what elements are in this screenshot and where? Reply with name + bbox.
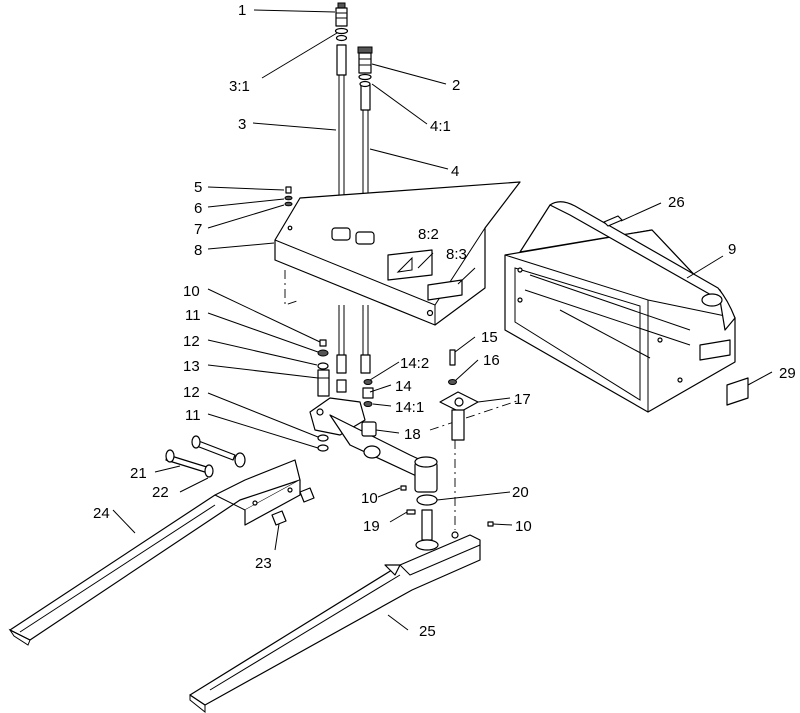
callout-8-2: 8:2 — [418, 226, 439, 243]
callout-23: 23 — [255, 555, 272, 572]
callout-11-a: 11 — [185, 307, 201, 324]
callout-4-1: 4:1 — [430, 118, 451, 135]
callout-5: 5 — [194, 179, 202, 196]
callout-15: 15 — [481, 329, 498, 346]
callout-20: 20 — [512, 484, 529, 501]
callout-7: 7 — [194, 221, 202, 238]
bolts-21-22 — [165, 435, 246, 478]
callout-14: 14 — [395, 378, 412, 395]
callout-1: 1 — [238, 2, 246, 19]
plate-mount-15-17 — [439, 349, 479, 441]
fork-tine-24 — [8, 459, 315, 646]
callout-10-c: 10 — [515, 518, 532, 535]
fitting-1 — [334, 2, 349, 42]
callout-18: 18 — [404, 426, 421, 443]
callout-9: 9 — [728, 241, 736, 258]
callout-25: 25 — [419, 623, 436, 640]
callout-6: 6 — [194, 200, 202, 217]
callout-29: 29 — [779, 365, 796, 382]
callout-17: 17 — [514, 391, 531, 408]
small-screws-10 — [400, 485, 494, 527]
callout-8-3: 8:3 — [446, 246, 467, 263]
fitting-2 — [357, 46, 373, 88]
callout-19: 19 — [363, 518, 380, 535]
callout-10-b: 10 — [361, 490, 378, 507]
callout-3-1: 3:1 — [229, 78, 250, 95]
callout-12-b: 12 — [183, 384, 200, 401]
clamp-bracket-18 — [309, 397, 438, 493]
mounting-plate-8 — [274, 181, 521, 326]
leader-lines — [112, 9, 773, 631]
callout-12-a: 12 — [183, 333, 200, 350]
callout-2: 2 — [452, 77, 460, 94]
fastener-stack-10-13 — [317, 339, 330, 397]
fitting-14 — [336, 379, 374, 407]
decal-29 — [726, 377, 749, 406]
callout-16: 16 — [483, 352, 500, 369]
callout-3: 3 — [238, 116, 246, 133]
callout-26: 26 — [668, 194, 685, 211]
fork-tine-25 — [189, 531, 481, 713]
callout-24: 24 — [93, 505, 110, 522]
callout-labels: 1 3:1 2 4:1 3 4 5 6 7 8 8:2 8:3 26 9 10 … — [93, 2, 796, 640]
pin-assembly-19-20 — [406, 494, 439, 551]
callout-13: 13 — [183, 358, 200, 375]
callout-11-b: 11 — [185, 407, 201, 424]
callout-22: 22 — [152, 484, 169, 501]
decal-26 — [603, 215, 623, 227]
callout-10-a: 10 — [183, 283, 200, 300]
storage-box-9 — [504, 201, 736, 413]
callout-8: 8 — [194, 242, 202, 259]
callout-4: 4 — [451, 163, 459, 180]
callout-14-2: 14:2 — [400, 355, 429, 372]
screw-stack-5-7 — [284, 186, 293, 207]
callout-21: 21 — [130, 465, 147, 482]
callout-14-1: 14:1 — [395, 399, 424, 416]
